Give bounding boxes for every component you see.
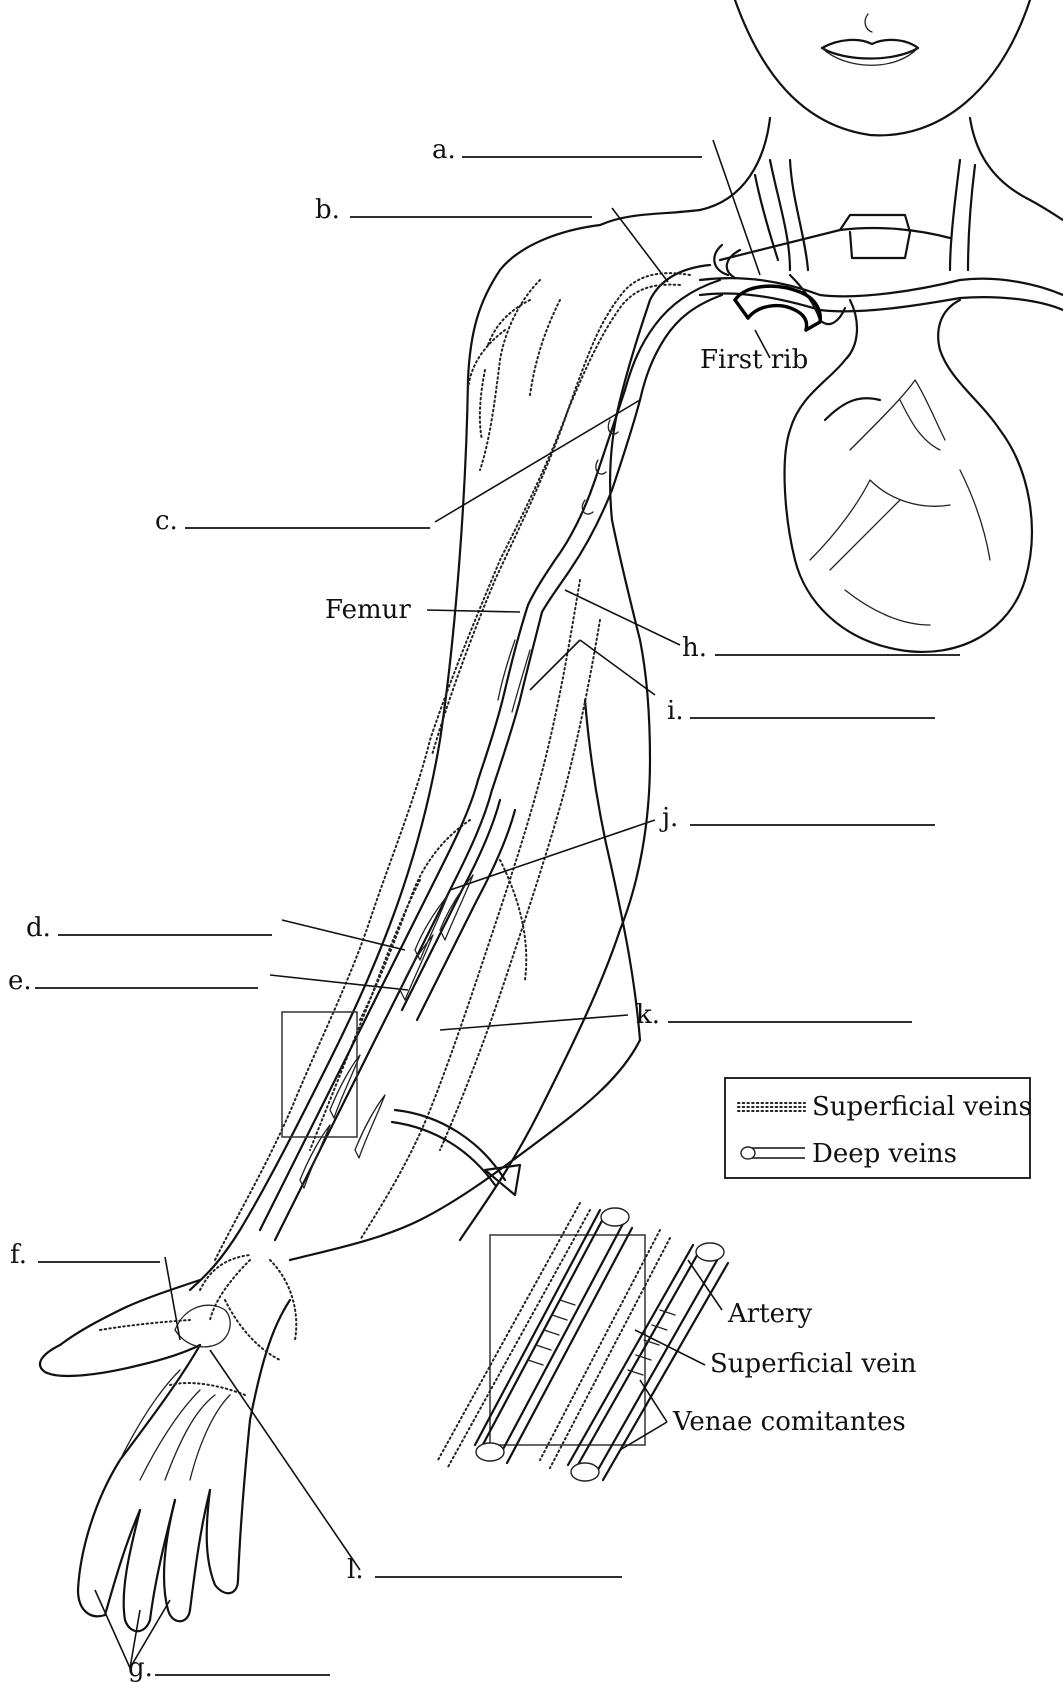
label-h: h. xyxy=(682,633,707,663)
label-g: g. xyxy=(128,1653,153,1682)
legend-superficial-label: Superficial veins xyxy=(812,1092,1032,1122)
label-i: i. xyxy=(667,696,684,726)
inset-box xyxy=(490,1235,645,1445)
label-a: a. xyxy=(432,135,456,165)
label-l: l. xyxy=(347,1555,364,1585)
inset-vein-detail xyxy=(438,1203,728,1481)
forearm-callout-box xyxy=(282,1012,357,1137)
label-b: b. xyxy=(315,195,340,225)
hand xyxy=(40,1255,290,1631)
label-c: c. xyxy=(155,506,178,536)
neck-veins xyxy=(700,160,1063,324)
label-d: d. xyxy=(26,913,51,943)
anatomy-labels: First rib Femur Artery Superficial vein … xyxy=(325,345,917,1437)
label-f: f. xyxy=(10,1240,27,1270)
label-superficial-vein: Superficial vein xyxy=(710,1349,917,1379)
leader-lines xyxy=(95,140,770,1668)
heart xyxy=(785,300,1032,652)
legend-deep-label: Deep veins xyxy=(812,1139,957,1169)
label-e: e. xyxy=(8,966,32,996)
label-femur: Femur xyxy=(325,595,411,625)
superficial-veins xyxy=(210,273,690,1340)
label-j: j. xyxy=(659,803,678,833)
arm-outline xyxy=(190,265,710,1290)
label-first-rib: First rib xyxy=(700,345,808,375)
label-k: k. xyxy=(636,1000,660,1030)
blank-labels: a. b. c. d. e. f. g. h. i. j. k. l. xyxy=(8,135,707,1682)
legend: Superficial veins Deep veins xyxy=(725,1078,1032,1178)
label-artery: Artery xyxy=(727,1299,812,1329)
label-venae-comitantes: Venae comitantes xyxy=(672,1407,906,1437)
